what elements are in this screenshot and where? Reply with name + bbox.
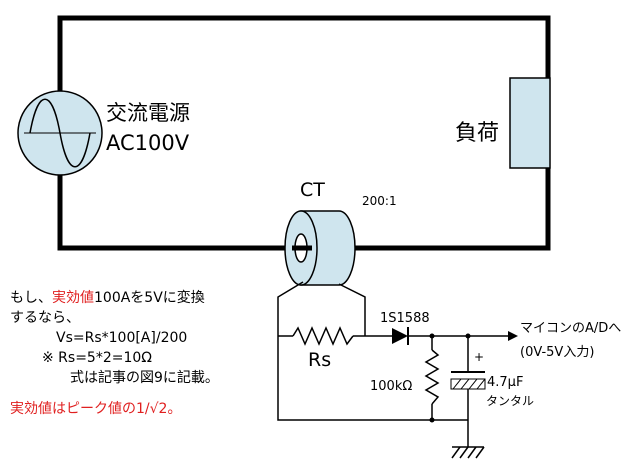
loop-top-wire xyxy=(57,15,551,100)
note-line-1-red: 実効値 xyxy=(52,290,94,306)
note-line-2: するなら、 xyxy=(10,310,80,326)
ct-core xyxy=(284,210,356,286)
cap-plate-bottom xyxy=(450,378,486,390)
r100k-label: 100kΩ xyxy=(370,379,412,394)
source-label-2: AC100V xyxy=(106,131,190,155)
diode-label: 1S1588 xyxy=(380,311,430,326)
cap-polarity: + xyxy=(474,350,484,364)
diode-symbol xyxy=(392,327,409,345)
junction-dot-bottom xyxy=(429,417,435,423)
note-line-4: ※ Rs=5*2=10Ω xyxy=(42,350,152,366)
note-line-6: 実効値はピーク値の1/√2。 xyxy=(10,401,181,417)
rs-resistor xyxy=(292,326,354,346)
r100k-resistor xyxy=(424,349,440,405)
load-block xyxy=(509,77,551,169)
ct-ratio: 200:1 xyxy=(362,194,397,208)
secondary-wires xyxy=(277,281,508,447)
ct-label: CT xyxy=(300,179,325,201)
ground-hatch-3 xyxy=(467,446,477,459)
source-label-1: 交流電源 xyxy=(106,101,190,125)
output-arrow-icon xyxy=(508,331,518,341)
loop-right-lower-wire xyxy=(350,168,551,251)
note-line-5: 式は記事の図9に記載。 xyxy=(70,369,219,386)
junction-dot-r100k xyxy=(429,333,435,339)
cap-hatch-2 xyxy=(460,378,470,390)
cap-hatch-3 xyxy=(468,378,478,390)
note-line-1-pre: もし、 xyxy=(10,290,52,306)
ct-lead-left xyxy=(277,281,304,336)
loop-left-lower-wire xyxy=(57,165,312,251)
ground-hatch-1 xyxy=(451,446,461,459)
ground-symbol xyxy=(451,446,485,459)
ground-hatch-2 xyxy=(459,446,469,459)
cap-type-label: タンタル xyxy=(486,394,534,408)
diode-triangle xyxy=(392,328,408,344)
note-line-3: Vs=Rs*100[A]/200 xyxy=(56,330,187,346)
bottom-return-wire xyxy=(277,336,468,421)
note-line-1-post: 100Aを5Vに変換 xyxy=(94,289,205,306)
ground-hatch-4 xyxy=(475,446,485,459)
cap-value-label: 4.7μF xyxy=(487,375,523,390)
note-line-1: もし、実効値100Aを5Vに変換 xyxy=(10,289,205,306)
main-loop-wires xyxy=(57,15,551,251)
ct-lead-right xyxy=(338,283,366,336)
capacitor-symbol xyxy=(450,371,486,390)
cap-hatch-1 xyxy=(452,378,462,390)
cap-hatch-4 xyxy=(476,378,486,390)
output-label-2: (0V-5V入力) xyxy=(520,345,594,360)
rs-label: Rs xyxy=(308,349,331,371)
sine-wave-icon xyxy=(29,98,91,168)
load-label: 負荷 xyxy=(455,121,499,146)
junction-dot-cap xyxy=(465,333,471,339)
ac-source xyxy=(17,90,103,176)
output-label-1: マイコンのA/Dへ xyxy=(520,321,621,336)
